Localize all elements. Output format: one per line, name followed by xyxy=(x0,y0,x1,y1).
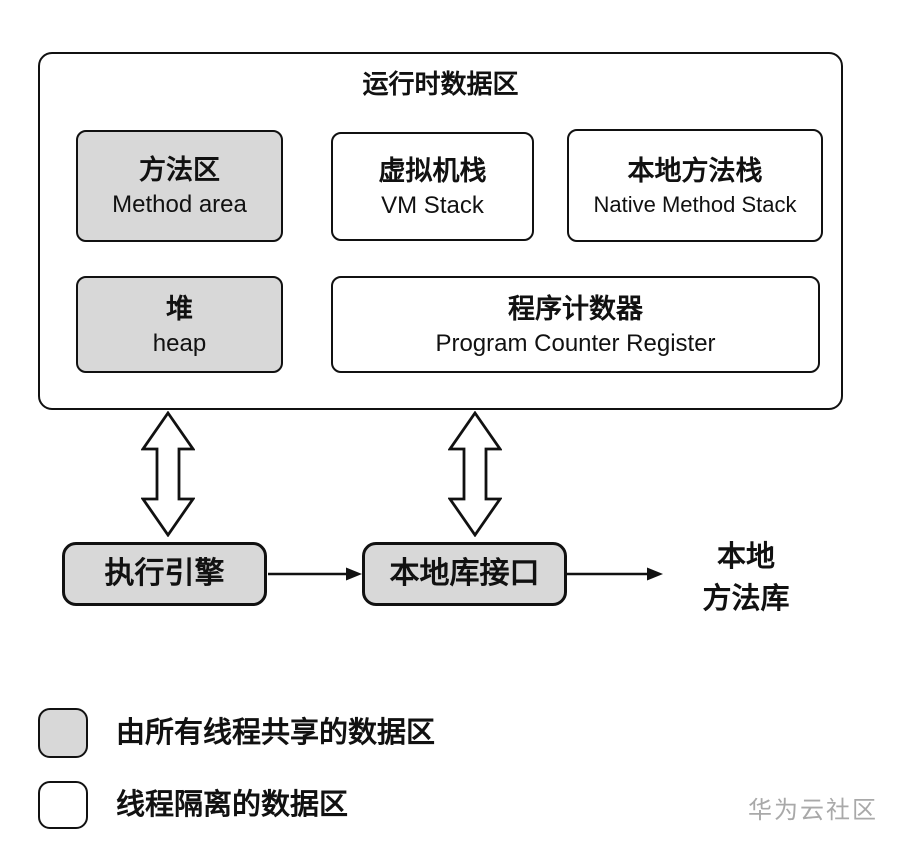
native-method-library-line1: 本地 xyxy=(716,541,775,573)
legend-shared-label: 由所有线程共享的数据区 xyxy=(116,717,436,749)
heap-box: 堆 heap xyxy=(76,276,283,373)
double-arrow-icon xyxy=(448,411,502,537)
double-arrow-icon xyxy=(141,411,195,537)
native-method-library-label: 本地 方法库 xyxy=(685,536,807,620)
method-area-label-en: Method area xyxy=(112,191,247,218)
pc-register-label-en: Program Counter Register xyxy=(435,329,716,357)
execution-engine-box: 执行引擎 xyxy=(62,542,267,606)
legend-isolated-swatch xyxy=(38,781,88,829)
heap-label-zh: 堆 xyxy=(166,293,193,324)
arrow-right-icon xyxy=(268,567,362,581)
runtime-data-area-title: 运行时数据区 xyxy=(362,69,519,99)
native-method-library-line2: 方法库 xyxy=(702,583,790,615)
legend-shared-swatch xyxy=(38,708,88,758)
watermark-text: 华为云社区 xyxy=(748,797,878,824)
method-area-box: 方法区 Method area xyxy=(76,130,283,242)
program-counter-register-box: 程序计数器 Program Counter Register xyxy=(331,276,820,373)
native-library-interface-box: 本地库接口 xyxy=(362,542,567,606)
method-area-label-zh: 方法区 xyxy=(139,155,220,185)
pc-register-label-zh: 程序计数器 xyxy=(508,293,643,324)
native-method-stack-label-zh: 本地方法栈 xyxy=(627,155,763,186)
heap-label-en: heap xyxy=(152,329,207,357)
vm-stack-box: 虚拟机栈 VM Stack xyxy=(331,132,534,241)
native-method-stack-label-en: Native Method Stack xyxy=(593,191,797,217)
execution-engine-label: 执行引擎 xyxy=(104,557,225,590)
vm-stack-label-zh: 虚拟机栈 xyxy=(378,155,487,186)
arrow-right-icon xyxy=(567,567,663,581)
legend-isolated-label: 线程隔离的数据区 xyxy=(116,789,349,821)
vm-stack-label-en: VM Stack xyxy=(381,191,484,219)
native-library-interface-label: 本地库接口 xyxy=(389,557,540,590)
native-method-stack-box: 本地方法栈 Native Method Stack xyxy=(567,129,823,242)
